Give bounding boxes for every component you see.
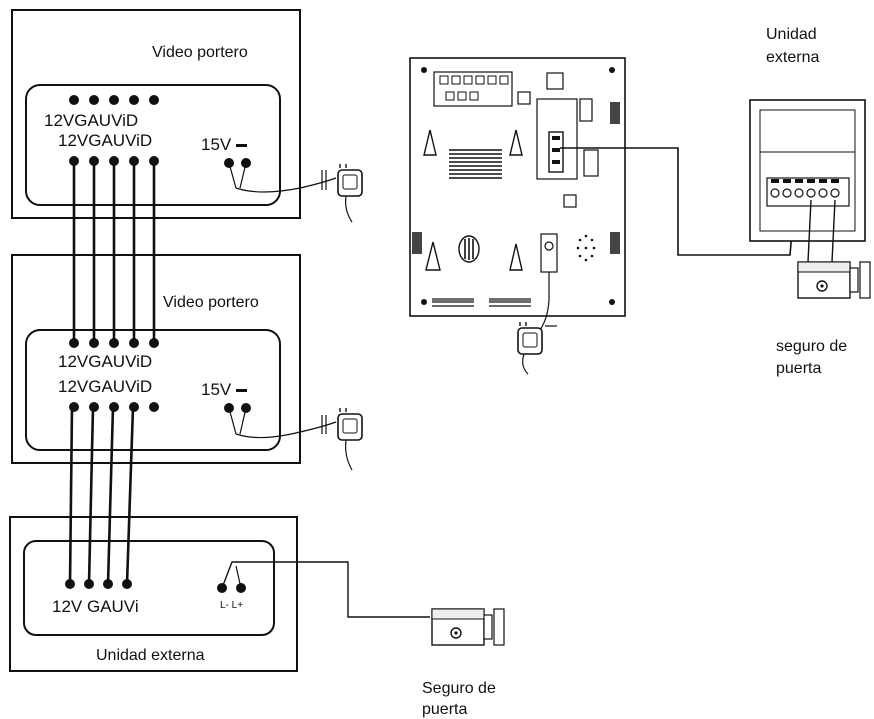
monitor-top-power-label: 15V <box>201 135 232 154</box>
plug-adapter-icon <box>517 321 543 355</box>
bus-wires-lower <box>68 406 135 585</box>
plug-adapter-icon <box>337 407 363 441</box>
circuit-board <box>409 57 626 317</box>
door-lock-icon <box>797 261 871 299</box>
monitor-top-pins-row1: 12VGAUViD <box>44 111 138 130</box>
outdoor-unit-left: 12V GAUVi L- L+ Unidad externa <box>9 516 298 672</box>
monitor-top-title: Video portero <box>152 44 248 61</box>
plug-adapter-icon <box>337 163 363 197</box>
door-lock-bottom-label-line2: puerta <box>422 701 467 718</box>
door-lock-right-label-line1: seguro de <box>776 338 847 355</box>
door-lock-icon <box>431 608 505 646</box>
monitor-top-minus-icon <box>236 144 247 147</box>
outdoor-unit-left-title: Unidad externa <box>96 647 205 664</box>
monitor-bottom-pins-row1: 12VGAUViD <box>58 352 152 371</box>
monitor-bottom-minus-icon <box>236 389 247 392</box>
door-lock-right <box>797 261 871 299</box>
lock-wire-bottom <box>221 561 430 618</box>
door-lock-bottom-label-line1: Seguro de <box>422 680 496 697</box>
outdoor-unit-right-title-line2: externa <box>766 49 819 66</box>
monitor-bottom: Video portero 12VGAUViD 12VGAUViD 15V <box>11 254 301 464</box>
bus-wires-upper <box>72 161 156 343</box>
monitor-bottom-power-label: 15V <box>201 380 232 399</box>
outdoor-unit-left-panel <box>23 540 275 636</box>
outdoor-unit-right-title-line1: Unidad <box>766 26 817 43</box>
outdoor-unit-left-lock-terminals-label: L- L+ <box>220 600 243 611</box>
monitor-bottom-pins-row2: 12VGAUViD <box>58 377 152 396</box>
right-lock-wire-a <box>807 199 812 263</box>
door-lock-bottom <box>431 608 505 646</box>
monitor-bottom-title: Video portero <box>163 294 259 311</box>
monitor-bottom-terminals-row2 <box>69 402 159 412</box>
power-adapter-top <box>228 162 363 223</box>
right-lock-wire-b <box>831 199 836 263</box>
monitor-top-pins-row2: 12VGAUViD <box>58 131 152 150</box>
monitor-top: Video portero 12VGAUViD 12VGAUViD 15V <box>11 9 301 219</box>
outdoor-unit-right <box>749 99 866 242</box>
monitor-top-terminals-row1 <box>69 95 159 105</box>
outdoor-unit-left-pins: 12V GAUVi <box>52 597 139 616</box>
power-adapter-board <box>517 272 557 375</box>
door-lock-right-label-line2: puerta <box>776 360 821 377</box>
power-adapter-bottom <box>228 407 363 471</box>
